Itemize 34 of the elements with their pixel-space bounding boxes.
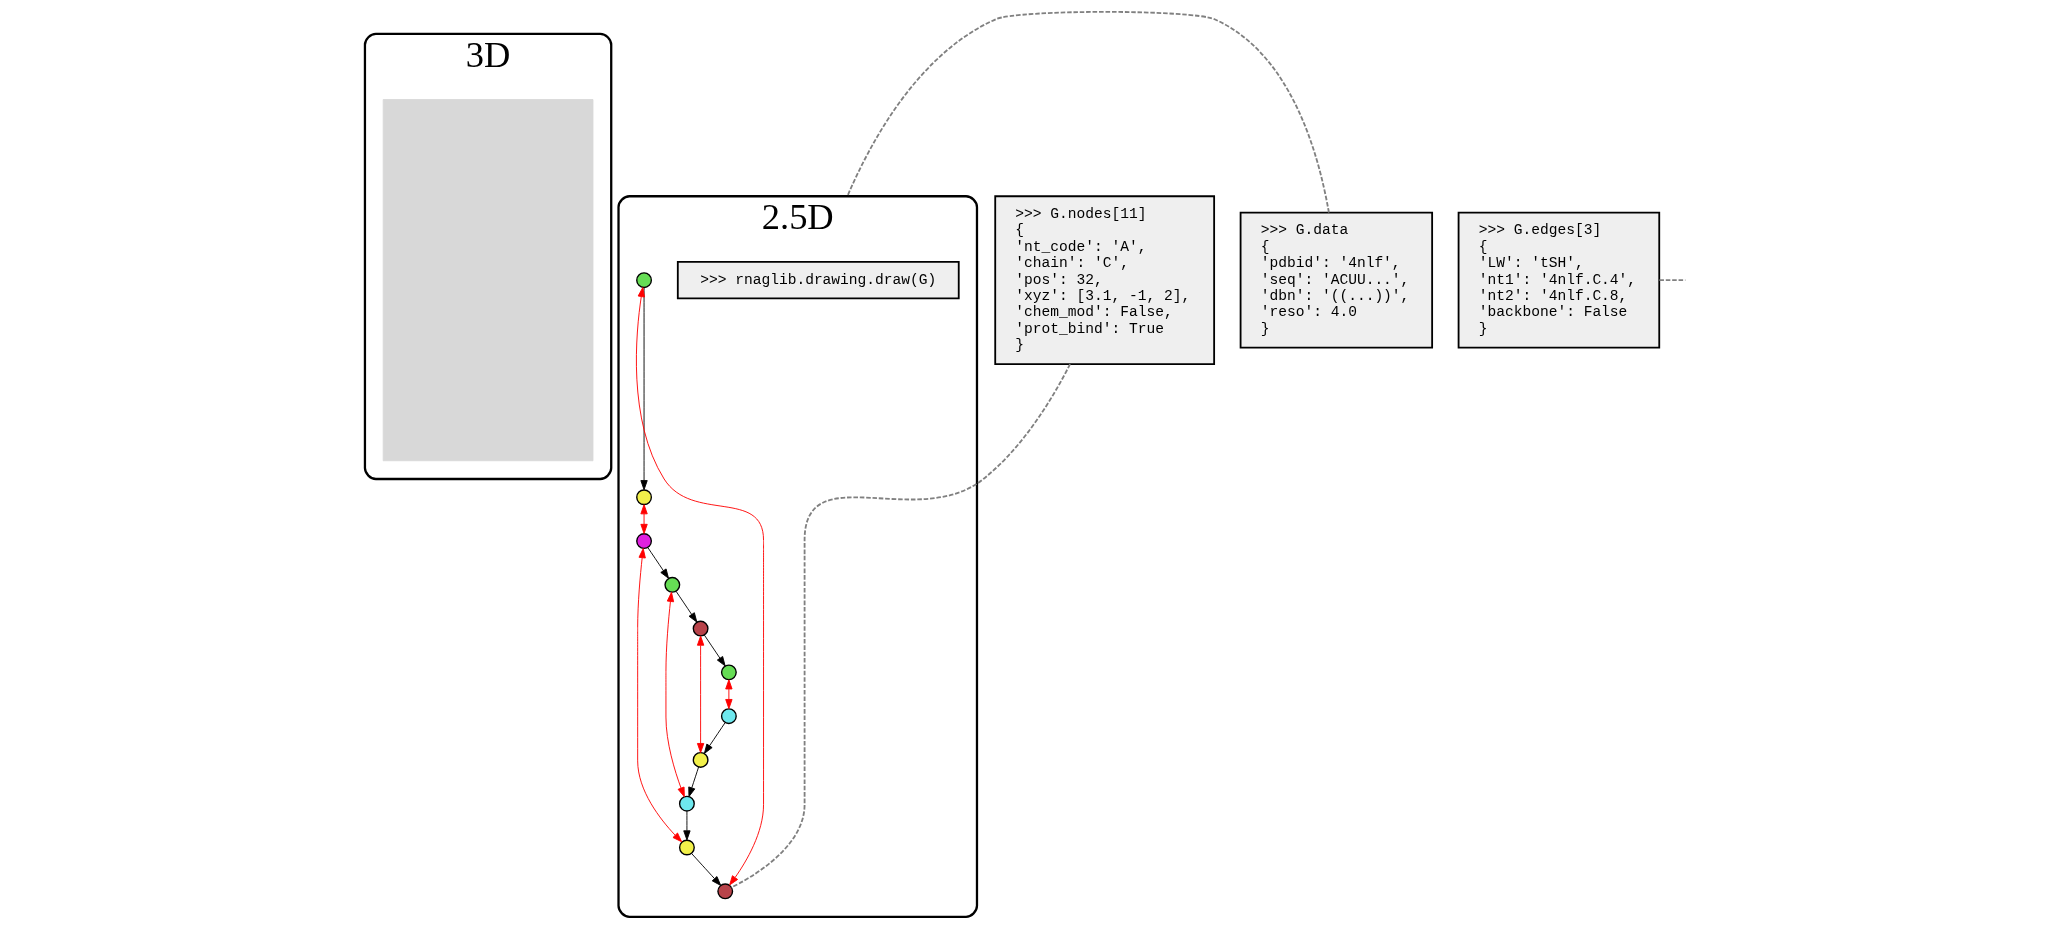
node-box: >>> G.nodes[11] { 'nt_code': 'A', 'chain': 'C', 'pos': 32, 'xyz': [3.1, -1, 2], 'chem_mod': False, 'prot_bind': True } bbox=[993, 195, 1215, 365]
arrow bbox=[636, 548, 682, 843]
node-circle bbox=[692, 620, 709, 637]
arrow bbox=[682, 810, 691, 841]
arrow bbox=[696, 635, 704, 754]
connector bbox=[1658, 279, 1686, 282]
arrow bbox=[703, 634, 726, 667]
arrow bbox=[690, 853, 721, 886]
arrow bbox=[646, 546, 669, 579]
node-circle bbox=[720, 664, 737, 681]
node-circle bbox=[635, 489, 652, 506]
connector bbox=[730, 363, 1071, 889]
arrow bbox=[703, 722, 726, 754]
arrow bbox=[635, 287, 764, 886]
node-box bbox=[382, 99, 593, 462]
node-circle bbox=[635, 533, 652, 549]
arrow bbox=[639, 504, 648, 534]
node-circle bbox=[720, 708, 737, 725]
node-circle bbox=[663, 576, 680, 593]
arrow bbox=[665, 591, 685, 798]
node-box: >>> G.edges[3] { 'LW': 'tSH', 'nt1': '4nlf.C.4', 'nt2': '4nlf.C.8, 'backbone': False } bbox=[1457, 211, 1660, 349]
node-circle bbox=[692, 751, 709, 768]
arrow bbox=[675, 590, 697, 623]
connector bbox=[845, 11, 1330, 214]
arrow bbox=[724, 679, 733, 710]
node-circle bbox=[716, 883, 733, 900]
node-circle bbox=[678, 795, 695, 812]
node-box: >>> rnaglib.drawing.draw(G) bbox=[676, 261, 960, 300]
cluster: 3D bbox=[363, 32, 612, 481]
node-box: >>> G.data { 'pdbid': '4nlf', 'seq': 'ACUU...', 'dbn': '((...))', 'reso': 4.0 } bbox=[1239, 211, 1433, 349]
arrow bbox=[687, 766, 699, 798]
node-circle bbox=[678, 839, 695, 856]
arrow bbox=[639, 287, 648, 491]
node-circle bbox=[635, 272, 652, 289]
